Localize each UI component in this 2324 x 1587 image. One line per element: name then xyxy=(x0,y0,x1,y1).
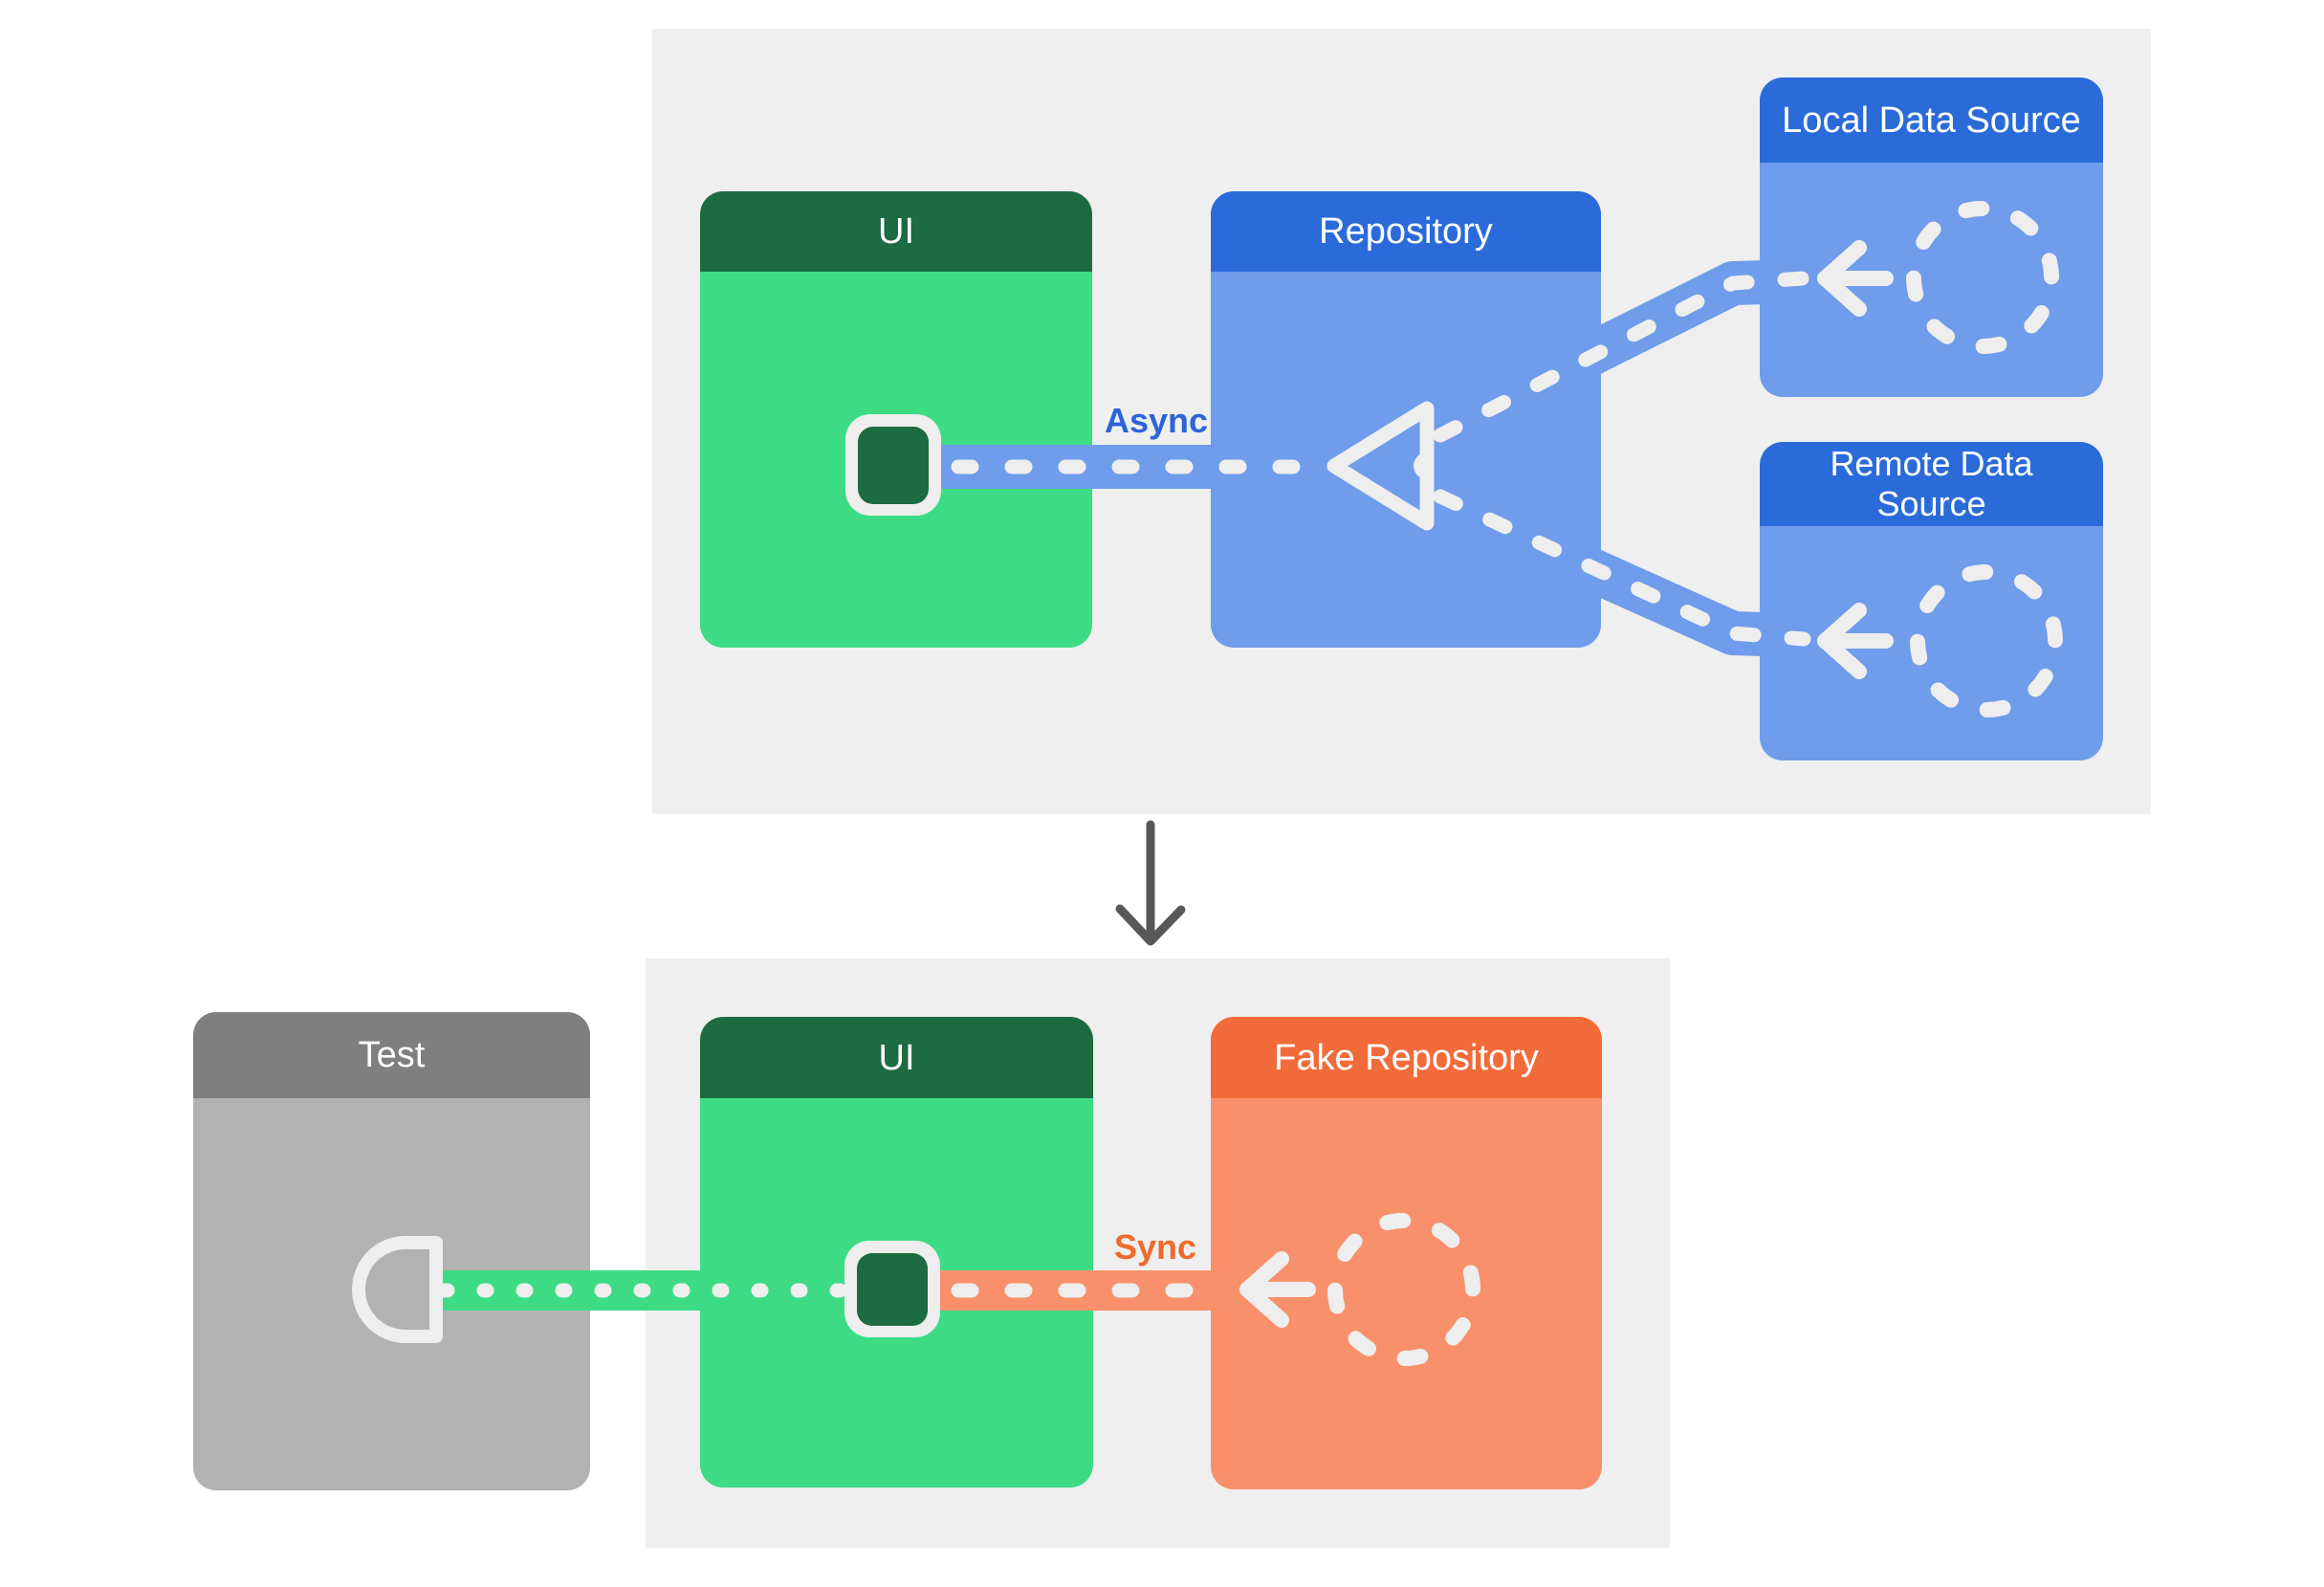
test-box: Test xyxy=(193,1012,590,1490)
ui-box-top-title: UI xyxy=(700,191,1092,272)
sync-flow-label: Sync xyxy=(1114,1227,1197,1267)
local-data-source-title: Local Data Source xyxy=(1760,77,2103,163)
repository-box-title: Repository xyxy=(1211,191,1601,272)
ui-box-bottom: UI xyxy=(700,1017,1093,1488)
fake-repository-body xyxy=(1211,1098,1602,1489)
local-data-source-box: Local Data Source xyxy=(1760,77,2103,397)
async-flow-label: Async xyxy=(1105,401,1209,440)
test-box-body xyxy=(193,1098,590,1490)
fake-repository-title: Fake Repository xyxy=(1211,1017,1602,1098)
remote-data-source-title: Remote Data Source xyxy=(1760,442,2103,526)
test-box-title: Test xyxy=(193,1012,590,1098)
down-arrow-icon xyxy=(1115,904,1186,946)
ui-box-bottom-body xyxy=(700,1098,1093,1488)
ui-box-bottom-title: UI xyxy=(700,1017,1093,1098)
local-data-source-body xyxy=(1760,163,2103,397)
ui-box-top-body xyxy=(700,272,1092,648)
ui-box-top: UI xyxy=(700,191,1092,648)
fake-repository-box: Fake Repository xyxy=(1211,1017,1602,1489)
repository-box-body xyxy=(1211,272,1601,648)
remote-data-source-body xyxy=(1760,526,2103,760)
remote-data-source-box: Remote Data Source xyxy=(1760,442,2103,760)
repository-box: Repository xyxy=(1211,191,1601,648)
